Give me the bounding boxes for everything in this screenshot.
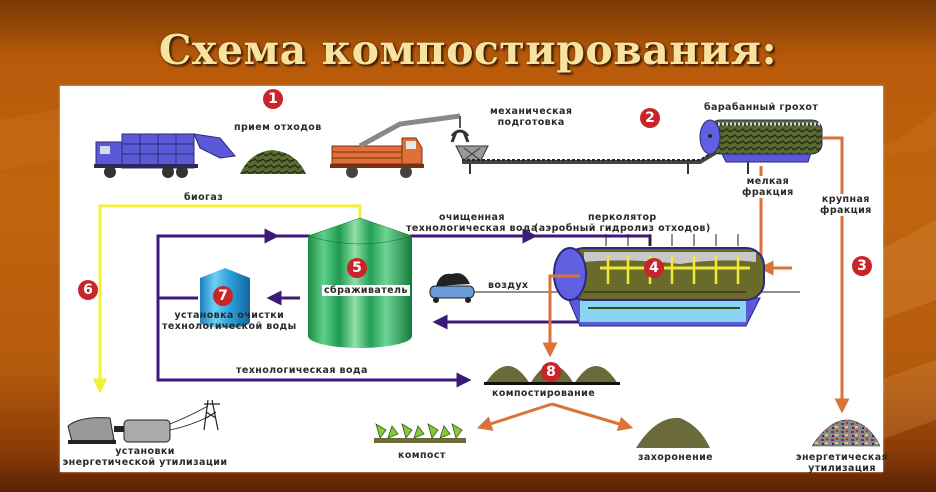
energy-utilization-label: энергетическая утилизация bbox=[786, 452, 898, 474]
diagram-panel: прием отходов механическая подготовка ба… bbox=[60, 86, 888, 474]
percolator-label: перколятор (аэробный гидролиз отходов) bbox=[534, 212, 711, 234]
percolator-line-1: перколятор bbox=[587, 212, 657, 223]
page-title: Схема компостирования: bbox=[158, 26, 778, 74]
drum-screen-icon bbox=[699, 119, 823, 163]
step-badge-1: 1 bbox=[263, 89, 283, 109]
percolator-icon bbox=[553, 234, 765, 327]
mechanical-prep-line-2: подготовка bbox=[497, 117, 565, 128]
biogas-flow-line bbox=[92, 204, 362, 394]
water-treatment-label: установка очистки технологической воды bbox=[162, 310, 297, 332]
energy-plants-line-2: энергетической утилизации bbox=[62, 457, 228, 468]
energy-utilization-line-2: утилизация bbox=[808, 463, 876, 474]
step-badge-6: 6 bbox=[78, 280, 98, 300]
step-badge-8: 8 bbox=[541, 362, 561, 382]
mechanical-prep-label: механическая подготовка bbox=[490, 106, 572, 128]
air-label: воздух bbox=[488, 280, 529, 291]
process-diagram bbox=[67, 113, 881, 448]
biogas-label: биогаз bbox=[184, 192, 224, 203]
landfill-output-arrow bbox=[551, 402, 634, 432]
process-water-flow-line bbox=[156, 298, 472, 388]
step-badge-3: 3 bbox=[852, 256, 872, 276]
water-treatment-line-1: установка очистки bbox=[174, 310, 285, 321]
energy-utilization-pile-icon bbox=[811, 419, 881, 447]
step-badge-4: 4 bbox=[644, 258, 664, 278]
air-compressor-icon bbox=[429, 273, 475, 303]
fine-fraction-label: мелкая фракция bbox=[740, 176, 796, 198]
purified-water-label: очищенная технологическая вода bbox=[406, 212, 538, 234]
compost-label: компост bbox=[398, 450, 446, 461]
fine-fraction-line-1: мелкая bbox=[746, 176, 790, 187]
digester-tank-icon bbox=[307, 217, 413, 348]
coarse-fraction-line-1: крупная bbox=[821, 194, 870, 205]
mechanical-prep-line-1: механическая bbox=[490, 106, 573, 117]
compost-output-arrow bbox=[476, 402, 553, 431]
reception-label: прием отходов bbox=[234, 122, 322, 133]
percolator-output-line bbox=[542, 274, 580, 358]
energy-plants-line-1: установки bbox=[115, 446, 175, 457]
landfill-mound-icon bbox=[636, 417, 710, 448]
percolator-line-2: (аэробный гидролиз отходов) bbox=[534, 223, 711, 234]
energy-utilization-line-1: энергетическая bbox=[795, 452, 889, 463]
step-badge-5: 5 bbox=[347, 258, 367, 278]
step-badge-2: 2 bbox=[640, 108, 660, 128]
coarse-fraction-label: крупная фракция bbox=[818, 194, 874, 216]
garbage-truck-icon bbox=[94, 133, 236, 178]
waste-pile-icon bbox=[240, 150, 306, 174]
digester-label: сбраживатель bbox=[322, 285, 410, 296]
fine-fraction-line-2: фракция bbox=[742, 187, 794, 198]
process-water-label: технологическая вода bbox=[236, 365, 368, 376]
coarse-fraction-flow-line bbox=[822, 136, 850, 414]
coarse-fraction-line-2: фракция bbox=[820, 205, 872, 216]
purified-water-line-1: очищенная bbox=[438, 212, 505, 223]
energy-plant-icon bbox=[67, 399, 220, 444]
energy-plants-label: установки энергетической утилизации bbox=[60, 446, 230, 468]
water-treatment-line-2: технологической воды bbox=[162, 321, 297, 332]
step-badge-7: 7 bbox=[213, 286, 233, 306]
compost-plants-icon bbox=[374, 423, 466, 443]
landfill-label: захоронение bbox=[638, 452, 713, 463]
purified-water-line-2: технологическая вода bbox=[406, 223, 538, 234]
crane-truck-icon bbox=[330, 113, 470, 178]
composting-label: компостирование bbox=[492, 388, 596, 399]
drum-screen-label: барабанный грохот bbox=[704, 102, 819, 113]
